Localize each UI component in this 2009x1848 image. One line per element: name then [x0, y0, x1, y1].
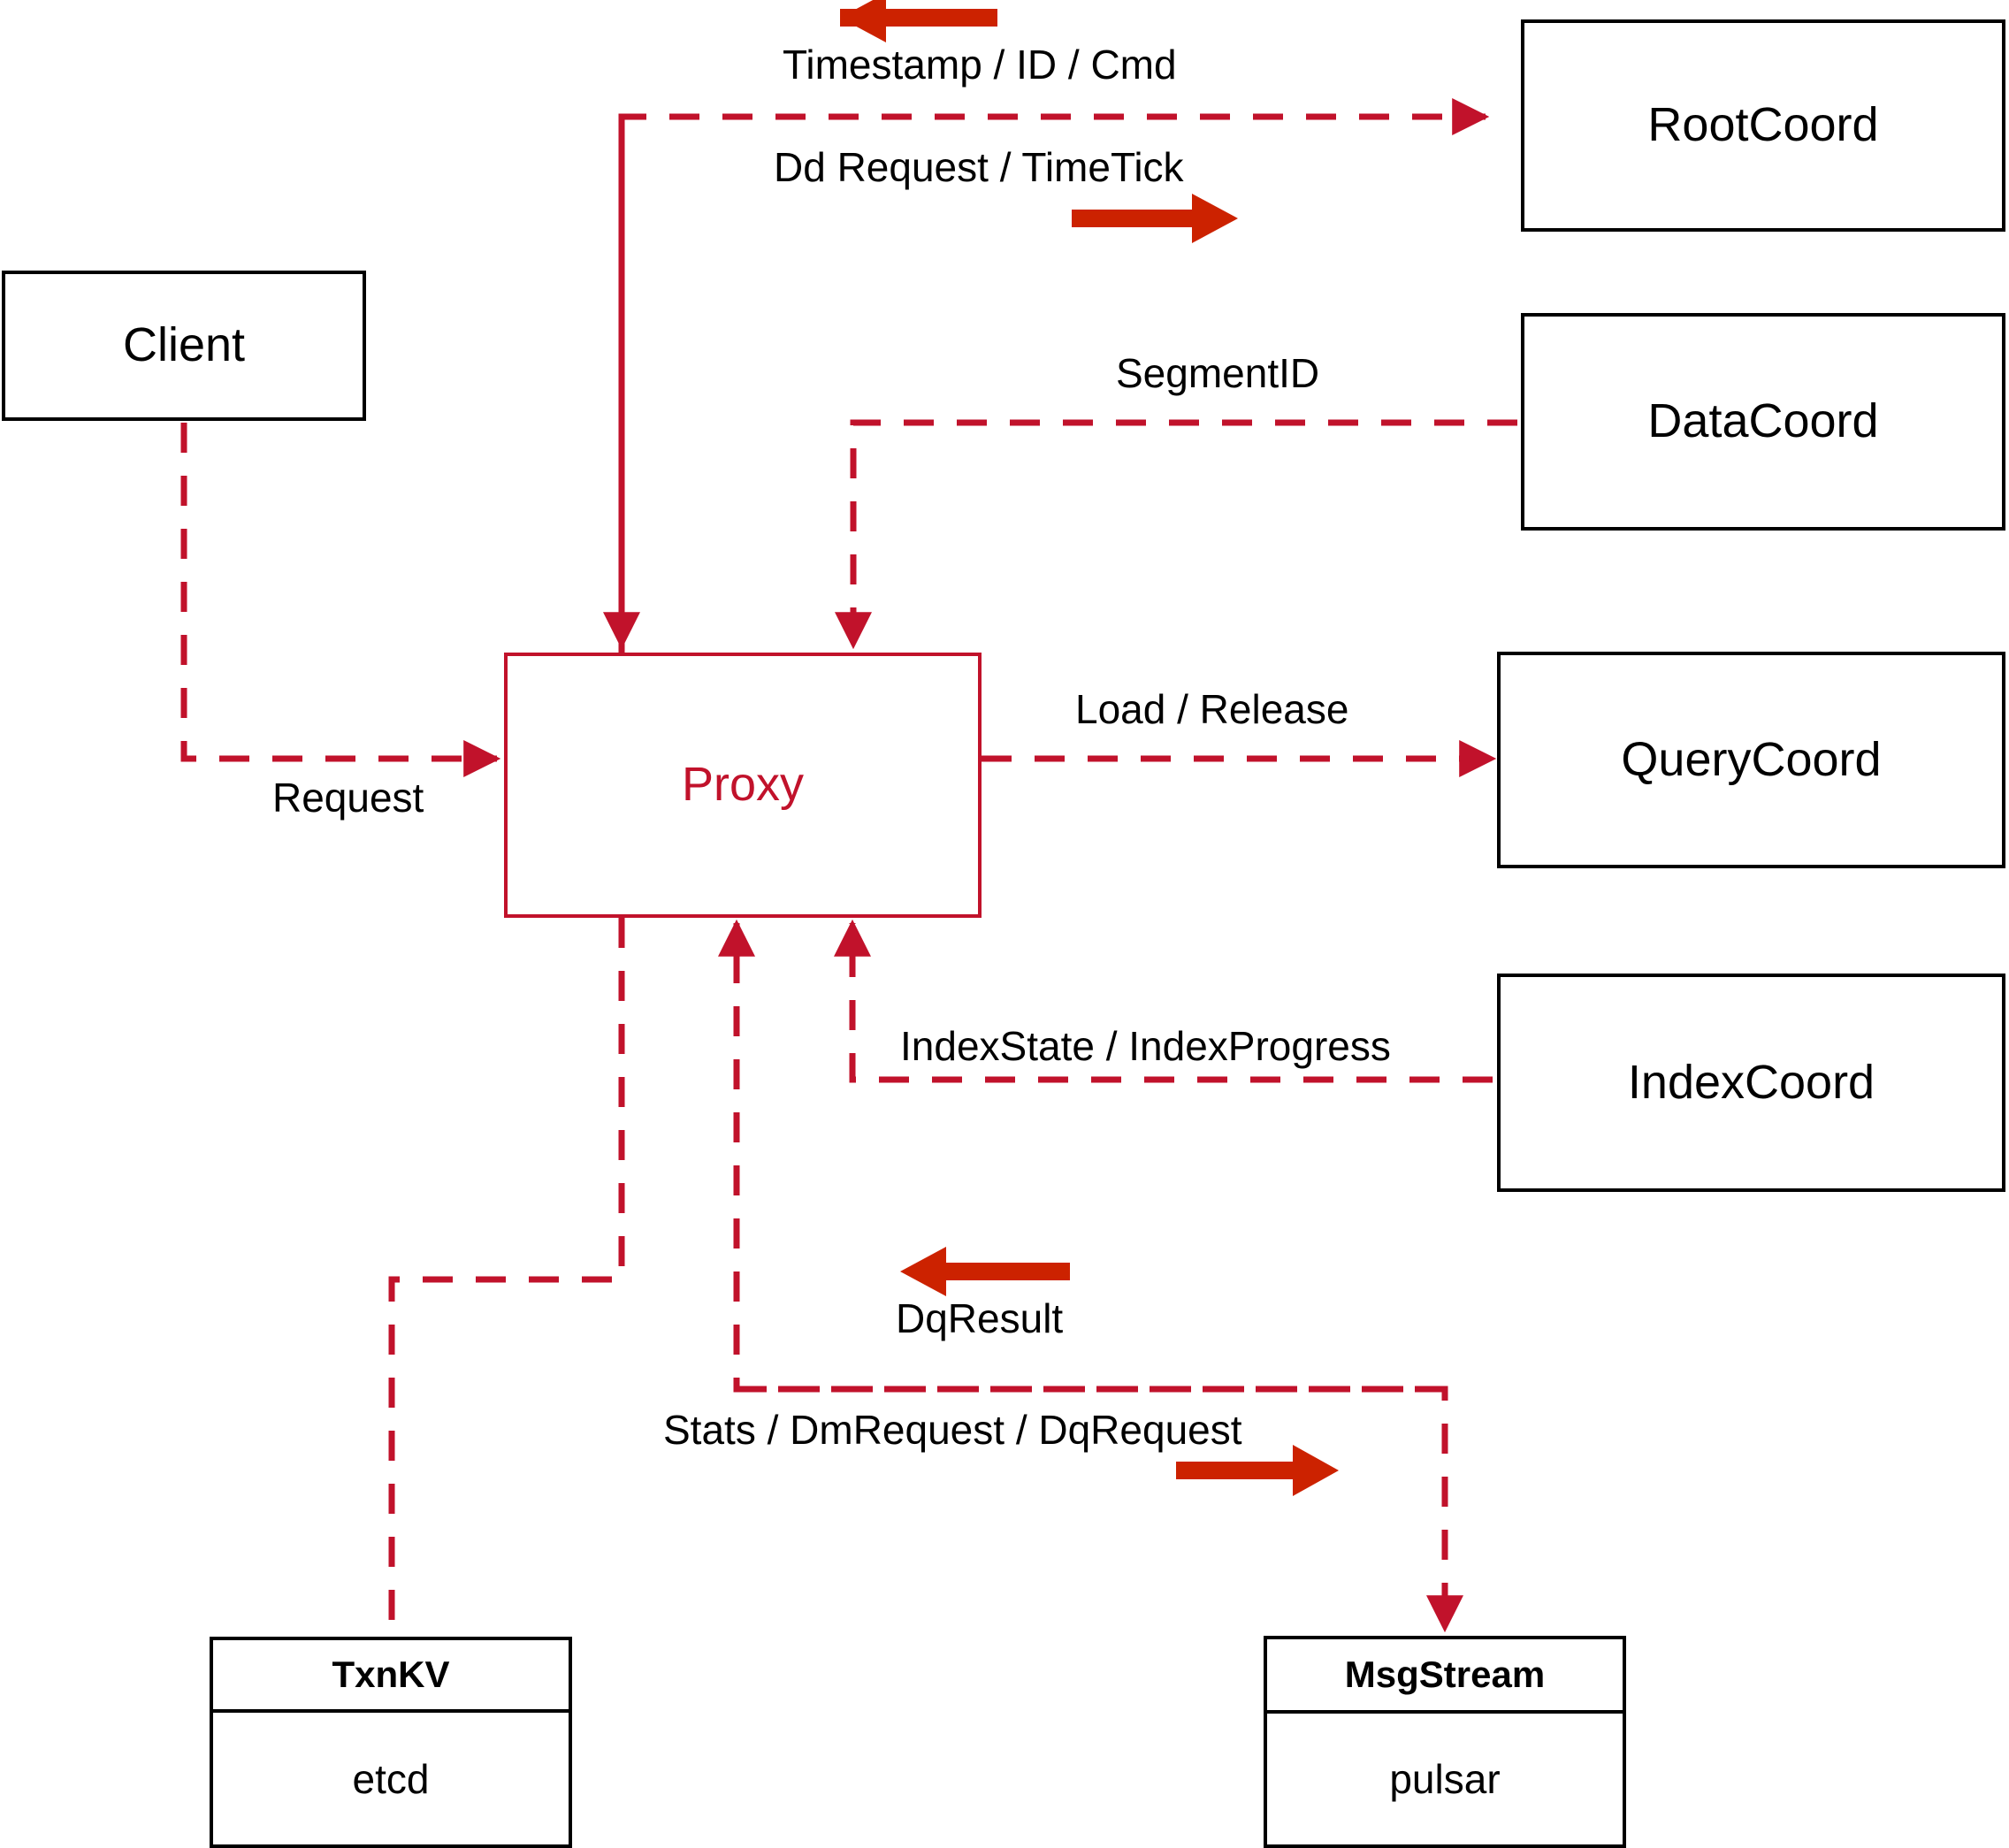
edge-proxy-to-rootcoord	[618, 98, 1490, 653]
edge-datacoord-to-proxy	[835, 419, 1517, 650]
edge-proxy-to-txnkv	[388, 918, 625, 1637]
node-proxy[interactable]: Proxy	[504, 653, 982, 918]
node-rootcoord[interactable]: RootCoord	[1521, 19, 2005, 232]
node-datacoord[interactable]: DataCoord	[1521, 313, 2005, 531]
node-txnkv-title: TxnKV	[213, 1640, 569, 1713]
node-client[interactable]: Client	[2, 271, 366, 421]
edge-proxy-to-msgstream	[737, 1386, 1463, 1633]
edge-msgstream-to-proxy	[718, 919, 1445, 1393]
node-indexcoord-label: IndexCoord	[1627, 1055, 1875, 1109]
bold-arrow-ddrequest-right	[1072, 194, 1238, 243]
node-querycoord[interactable]: QueryCoord	[1497, 652, 2005, 868]
edge-label-index-state-progress: IndexState / IndexProgress	[900, 1023, 1391, 1069]
edge-label-dq-result: DqResult	[896, 1295, 1064, 1341]
node-msgstream-title: MsgStream	[1267, 1639, 1623, 1714]
edge-label-timestamp-id-cmd: Timestamp / ID / Cmd	[783, 42, 1177, 88]
node-txnkv[interactable]: TxnKV etcd	[210, 1637, 572, 1848]
bold-arrow-timestamp-left	[840, 0, 997, 42]
node-txnkv-body: etcd	[352, 1755, 430, 1802]
node-querycoord-label: QueryCoord	[1621, 732, 1882, 786]
edge-client-to-proxy	[180, 423, 501, 777]
edge-label-request: Request	[272, 775, 424, 821]
edge-label-segmentid: SegmentID	[1116, 350, 1320, 396]
edge-label-dd-request-timetick: Dd Request / TimeTick	[774, 144, 1184, 190]
edge-label-stats-dm-dq-request: Stats / DmRequest / DqRequest	[663, 1407, 1242, 1453]
node-msgstream[interactable]: MsgStream pulsar	[1264, 1636, 1626, 1848]
bold-arrow-stats-right	[1176, 1445, 1339, 1496]
node-rootcoord-label: RootCoord	[1647, 98, 1879, 152]
node-proxy-label: Proxy	[681, 758, 805, 812]
node-datacoord-label: DataCoord	[1647, 394, 1879, 448]
node-indexcoord[interactable]: IndexCoord	[1497, 974, 2005, 1192]
node-client-label: Client	[122, 318, 246, 372]
bold-arrow-dqresult-left	[900, 1247, 1070, 1296]
edge-indexcoord-to-proxy	[834, 919, 1493, 1083]
edge-label-load-release: Load / Release	[1075, 686, 1349, 732]
node-msgstream-body: pulsar	[1389, 1756, 1501, 1802]
